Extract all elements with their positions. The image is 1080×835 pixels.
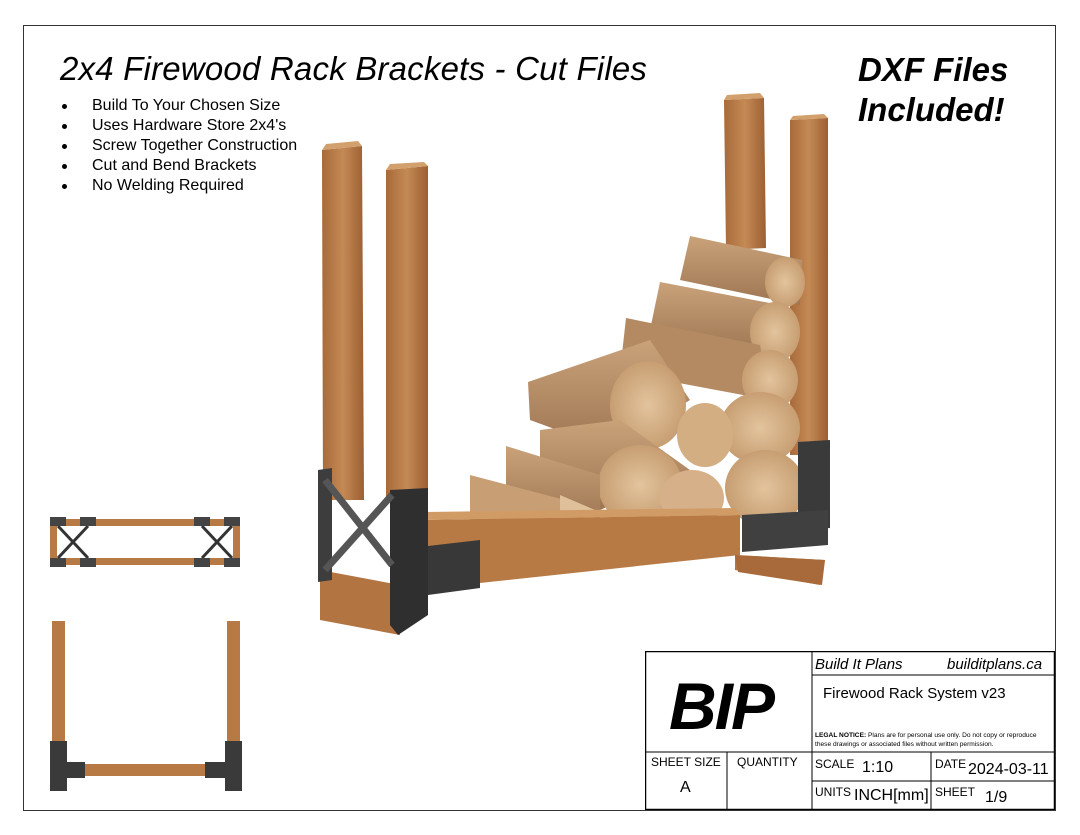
dxf-badge: DXF Files Included! [858,50,1028,130]
feature-item: Screw Together Construction [60,136,297,156]
front-bottom-block [320,570,400,635]
sheet-size-label: SHEET SIZE [651,755,721,769]
feature-item: Cut and Bend Brackets [60,156,297,176]
bip-logo: BIP [669,669,775,743]
back-post-right [790,114,828,455]
dxf-badge-line1: DXF Files [858,51,1009,88]
top-view [50,517,240,567]
feature-item: Uses Hardware Store 2x4's [60,116,297,136]
company-name: Build It Plans [815,656,903,673]
quantity-label: QUANTITY [737,755,798,769]
front-view [50,621,242,791]
title-block-grid [645,651,1055,810]
front-rail [415,508,740,590]
drawing-title: 2x4 Firewood Rack Brackets - Cut Files [60,50,648,87]
feature-item: No Welding Required [60,176,297,196]
date-label: DATE [935,757,967,771]
website: builditplans.ca [947,656,1043,673]
legal-notice: LEGAL NOTICE: Plans are for personal use… [815,731,1053,749]
feature-item: Build To Your Chosen Size [60,96,297,116]
rack-3d-render [318,93,830,635]
date-value: 2024-03-11 [968,761,1049,778]
title-block: BIP Build It Plans builditplans.ca Firew… [645,651,1055,810]
bracket-back-right [735,440,830,585]
sheet-label: SHEET [935,785,976,799]
sheet-size-value: A [680,779,691,796]
back-post-left [724,93,766,250]
bracket-front-left [318,468,480,635]
legal-notice-text: Plans are for personal use only. Do not … [815,732,1037,748]
project-name: Firewood Rack System v23 [823,685,1006,702]
sheet-number: 1/9 [985,789,1008,806]
feature-list: Build To Your Chosen Size Uses Hardware … [60,96,297,196]
scale-label: SCALE [815,757,855,771]
units-label: UNITS [815,785,851,799]
scale-value: 1:10 [862,759,894,776]
firewood-stack [470,236,805,555]
legal-notice-label: LEGAL NOTICE: [815,732,867,739]
front-post-left [322,141,364,500]
front-post-right [386,162,428,500]
sheet-border [23,25,1056,811]
dxf-badge-line2: Included! [858,91,1005,128]
units-value: INCH[mm] [854,787,929,804]
